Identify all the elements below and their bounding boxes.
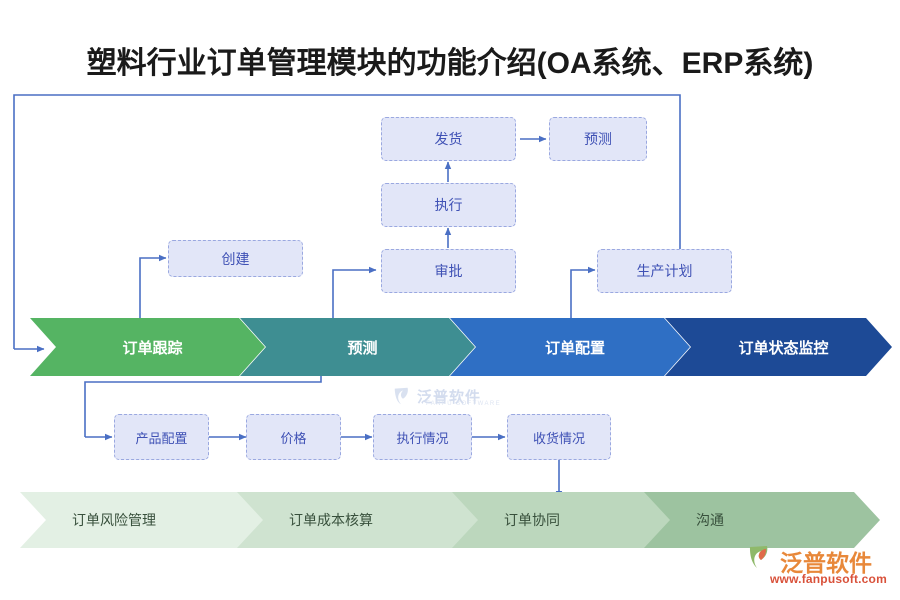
- node-forecast[interactable]: 预测: [549, 117, 647, 161]
- node-receipt-status-label: 收货情况: [532, 430, 585, 446]
- chevron-order-status-monitoring-label: 订单状态监控: [738, 339, 829, 357]
- chevron-order-configuration-label: 订单配置: [544, 339, 605, 357]
- node-forecast-label: 预测: [584, 131, 612, 147]
- chevron-order-tracking-label: 订单跟踪: [122, 339, 183, 357]
- node-create[interactable]: 创建: [168, 240, 303, 277]
- watermark-brand: 泛普软件: [417, 388, 482, 406]
- node-create-label: 创建: [221, 250, 250, 267]
- chevron-order-risk-management-label: 订单风险管理: [72, 512, 156, 528]
- chevron-forecast[interactable]: 预测: [240, 318, 475, 376]
- watermark-logo-icon: [392, 385, 414, 407]
- node-execute[interactable]: 执行: [381, 183, 516, 227]
- node-receipt-status[interactable]: 收货情况: [507, 414, 611, 460]
- chevron-order-cost-accounting-label: 订单成本核算: [289, 512, 373, 528]
- node-product-config-label: 产品配置: [135, 430, 188, 446]
- node-execution-status[interactable]: 执行情况: [373, 414, 472, 460]
- fanpu-logo-brand: 泛普软件: [780, 550, 872, 576]
- center-watermark: 泛普软件 FANPU SOFTWARE: [392, 378, 512, 414]
- watermark-sub: FANPU SOFTWARE: [426, 401, 502, 407]
- chevron-forecast-label: 预测: [347, 339, 378, 357]
- page-title: 塑料行业订单管理模块的功能介绍(OA系统、ERP系统): [86, 47, 814, 80]
- node-ship-label: 发货: [434, 131, 463, 147]
- fanpu-logo-icon: [748, 544, 778, 570]
- chevron-order-collaboration-label: 订单协同: [504, 512, 560, 528]
- fanpu-logo-url: www.fanpusoft.com: [770, 572, 887, 586]
- node-execution-status-label: 执行情况: [396, 430, 449, 446]
- fanpu-logo: 泛普软件 www.fanpusoft.com: [748, 542, 896, 594]
- chevron-order-status-monitoring[interactable]: 订单状态监控: [665, 318, 892, 376]
- chevron-communication[interactable]: 沟通: [644, 492, 880, 548]
- node-production-plan[interactable]: 生产计划: [597, 249, 732, 293]
- chevron-order-tracking[interactable]: 订单跟踪: [30, 318, 265, 376]
- node-ship[interactable]: 发货: [381, 117, 516, 161]
- node-production-plan-label: 生产计划: [636, 263, 693, 279]
- node-price-label: 价格: [280, 430, 307, 446]
- chevron-order-configuration[interactable]: 订单配置: [450, 318, 690, 376]
- chevron-communication-label: 沟通: [696, 512, 724, 528]
- chevron-order-collaboration[interactable]: 订单协同: [452, 492, 684, 548]
- node-product-config[interactable]: 产品配置: [114, 414, 209, 460]
- node-approve-label: 审批: [434, 263, 463, 279]
- node-approve[interactable]: 审批: [381, 249, 516, 293]
- node-execute-label: 执行: [434, 197, 463, 213]
- chevron-order-risk-management[interactable]: 订单风险管理: [20, 492, 275, 548]
- node-price[interactable]: 价格: [246, 414, 341, 460]
- chevron-order-cost-accounting[interactable]: 订单成本核算: [237, 492, 492, 548]
